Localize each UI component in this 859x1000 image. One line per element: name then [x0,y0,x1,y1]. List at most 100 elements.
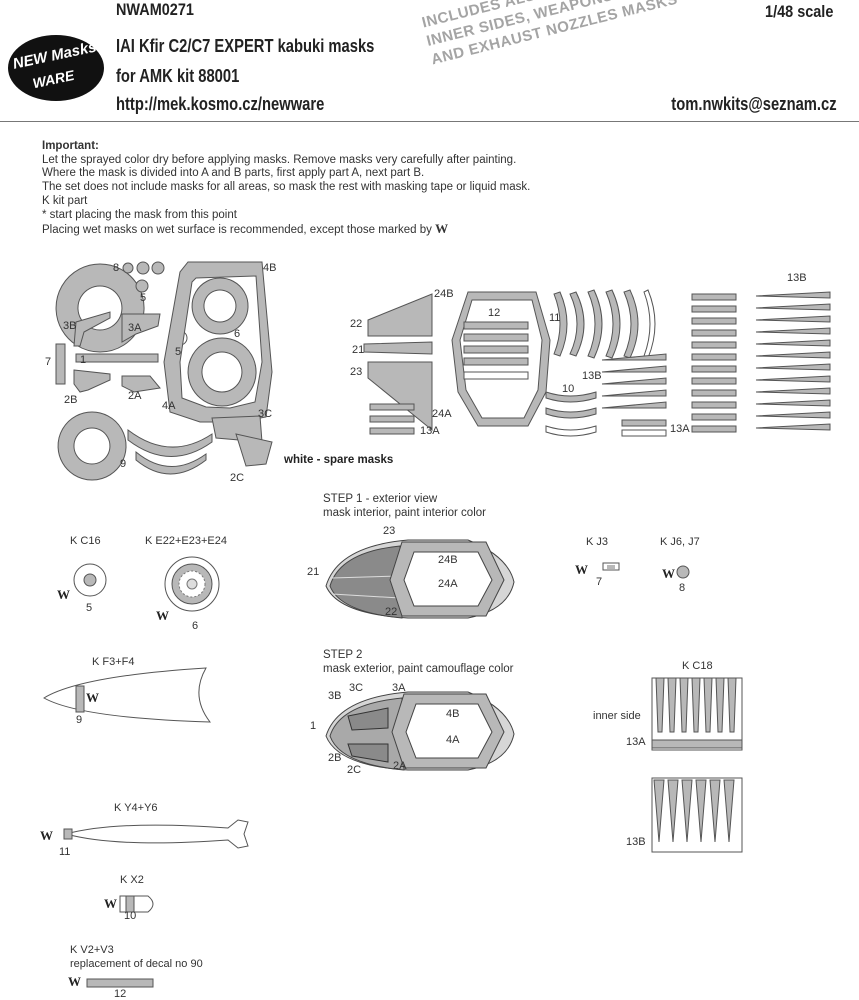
header-divider [0,121,859,122]
wet-symbol-icon: W [68,974,81,989]
kit-part-y4: K Y4+Y6 [114,802,158,814]
mask-dot [122,262,134,274]
step2-label-2b: 2B [328,752,342,764]
part-number: 11 [59,846,71,858]
v2-part-icon [86,978,154,988]
step2-label-2c: 2C [347,764,362,776]
instruction-line: Let the sprayed color dry before applyin… [42,153,517,166]
mask-2b [73,369,111,393]
f3-part-icon [43,667,212,723]
step1-label-21: 21 [307,566,320,578]
step2-label-4b: 4B [446,708,460,720]
email-link[interactable]: tom.nwkits@seznam.cz [671,94,837,114]
mask-dot [151,261,165,275]
label-23: 23 [350,366,363,378]
label-9: 9 [120,458,127,470]
instruction-line: K kit part [42,194,88,207]
j3-part-icon [602,562,620,571]
step2-label-3c: 3C [349,682,364,694]
c18-nozzle-inner [651,677,743,751]
wet-symbol-icon: W [40,828,53,843]
label-13a: 13A [670,423,690,435]
y4-part-icon [63,819,249,849]
label-1: 1 [80,354,87,366]
label-8: 8 [113,262,120,274]
step2-heading: STEP 2 mask exterior, paint camouflage c… [323,649,514,675]
mask-sheet-left [55,261,273,481]
label-2a: 2A [128,390,142,402]
label-3b: 3B [63,320,77,332]
c18-inner-side-label: inner side [593,710,641,722]
part-number: 9 [76,714,83,726]
mask-1 [75,353,159,363]
mask-11 [605,289,621,359]
kit-part-v2: K V2+V3 [70,944,114,956]
part-number: 5 [86,602,93,614]
step1-heading: STEP 1 - exterior view mask interior, pa… [323,493,486,519]
label-22: 22 [350,318,363,330]
part-number: 7 [596,576,603,588]
mask-ring-6 [191,277,249,335]
brand-logo: NEW Masks WARE [8,35,104,101]
part-number: 8 [679,582,686,594]
mask-22 [367,293,433,337]
mask-11 [553,291,568,357]
wet-symbol-icon: W [104,896,117,911]
website-link[interactable]: http://mek.kosmo.cz/newware [116,94,325,114]
mask-10 [545,407,597,419]
mask-ring-9 [57,411,127,481]
mask-12 [463,321,529,330]
kit-part-x2: K X2 [120,874,144,886]
step1-label-24b: 24B [438,554,458,566]
label-7: 7 [45,356,52,368]
label-24a: 24A [432,408,452,420]
step1-label-24a: 24A [438,578,458,590]
wet-symbol-icon: W [86,690,99,705]
kit-part-e22: K E22+E23+E24 [145,535,227,547]
c18-label-13a: 13A [626,736,646,748]
mask-frame-24 [451,291,551,427]
mask-7 [55,343,66,385]
kit-part-j6: K J6, J7 [660,536,700,548]
mask-13a [369,427,415,435]
label-13b: 13B [582,370,602,382]
x2-part-icon [119,895,154,913]
instructions-heading: Important: [42,140,99,152]
mask-10 [545,425,597,437]
kit-part-v2-note: replacement of decal no 90 [70,958,203,970]
mask-23 [367,361,433,432]
mask-12 [463,333,529,342]
mask-spare [463,371,529,380]
mask-2c [235,433,273,467]
label-12: 12 [488,307,501,319]
mask-arc [127,428,213,457]
label-4a: 4A [162,400,176,412]
mask-3b [73,311,111,347]
c16-part-icon [73,563,107,597]
wet-symbol-icon: W [156,608,169,623]
label-13b: 13B [787,272,807,284]
step2-label-2a: 2A [393,760,407,772]
step1-canopy-diagram [325,539,515,619]
mask-dot [136,261,150,275]
part-number: 12 [114,988,127,1000]
step2-label-4a: 4A [446,734,460,746]
mask-13a [369,403,415,411]
spare-masks-note: white - spare masks [284,454,394,466]
part-number: 6 [192,620,199,632]
kit-part-c18: K C18 [682,660,713,672]
mask-12 [463,357,529,366]
kit-part-j3: K J3 [586,536,609,548]
label-2b: 2B [64,394,78,406]
wet-symbol-icon: W [662,566,675,581]
mask-13a [369,415,415,423]
step1-label-23: 23 [383,525,396,537]
scale-label: 1/48 scale [764,2,833,21]
mask-11 [587,289,603,359]
product-code: NWAM0271 [116,0,194,19]
mask-13a [621,419,667,427]
mask-12 [463,345,529,354]
mask-13b-column [755,291,831,431]
e22-part-icon [164,556,220,612]
mask-11 [623,289,639,359]
